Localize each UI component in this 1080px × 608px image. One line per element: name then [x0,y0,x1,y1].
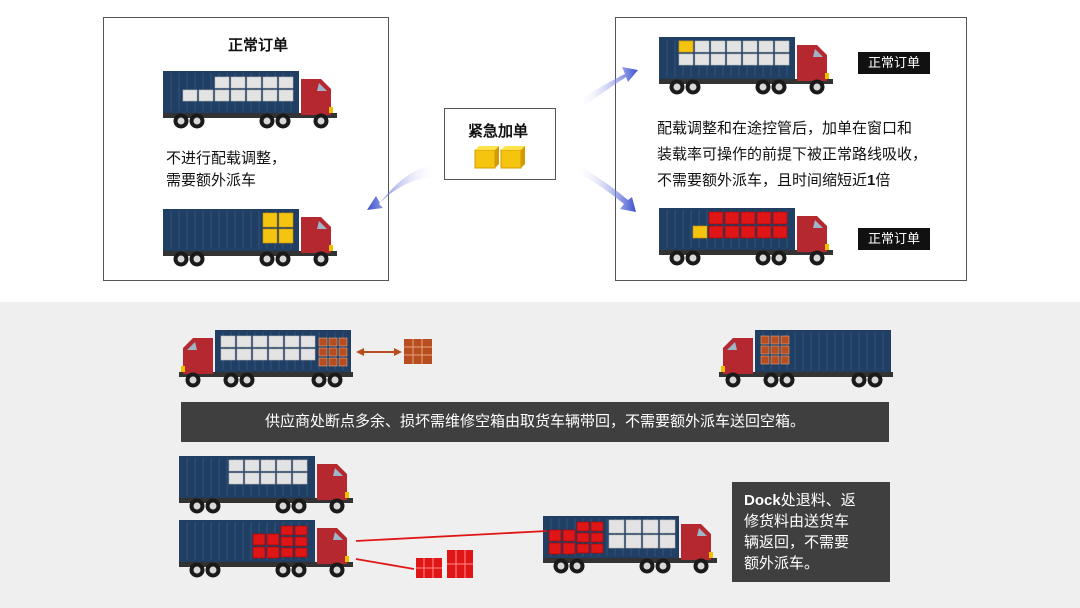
adjust-description-line1: 配载调整和在途控管后，加单在窗口和 [657,120,913,137]
urgent-order-label: 紧急加单 [468,123,529,140]
truck-delivery-top [179,456,353,514]
return-line-lower [355,558,415,570]
arrow-to-left-truck [367,166,436,210]
adjust-description-line3: 不需要额外派车，且时间缩短近1倍 [657,172,891,189]
urgent-order-box [444,108,556,180]
truck-normal-top [163,71,337,129]
exchange-arrow [356,348,402,356]
urgent-cargo-icon [474,146,525,169]
red-crate-icon [416,550,473,578]
dock-return-note: Dock处退料、返 修货料由送货车 辆返回，不需要 额外派车。 [732,482,890,582]
normal-order-tag-2: 正常订单 [858,228,930,250]
dock-note-line3: 辆返回，不需要 [744,534,850,551]
no-adjust-note: 不进行配载调整， 需要额外派车 [166,148,286,192]
truck-pickup-left [179,330,353,388]
orange-crate-icon [404,339,432,364]
arrow-to-right-top-truck [578,67,638,108]
normal-order-tag-1: 正常订单 [858,52,930,74]
adjust-description-line2: 装载率可操作的前提下被正常路线吸收， [657,146,928,163]
empty-box-return-banner: 供应商处断点多余、损坏需维修空箱由取货车辆带回，不需要额外派车送回空箱。 [181,402,889,442]
arrow-to-right-bottom-truck [576,166,636,212]
truck-extra-dispatch [163,209,337,267]
no-adjust-note-line2: 需要额外派车 [166,172,257,189]
dock-note-line4: 额外派车。 [744,555,820,572]
truck-pickup-right [719,330,893,388]
normal-order-title: 正常订单 [228,37,289,54]
truck-delivery-return [543,516,717,574]
truck-adjusted-bottom [659,208,833,266]
no-adjust-note-line1: 不进行配载调整， [166,150,287,167]
truck-adjusted-top [659,37,833,95]
adjust-description: 配载调整和在途控管后，加单在窗口和 装载率可操作的前提下被正常路线吸收， 不需要… [657,116,957,194]
dock-note-line2: 修货料由送货车 [744,513,850,530]
return-line-upper [355,530,548,542]
dock-note-line1: Dock处退料、返 [744,492,856,509]
truck-delivery-bottom [179,520,353,578]
